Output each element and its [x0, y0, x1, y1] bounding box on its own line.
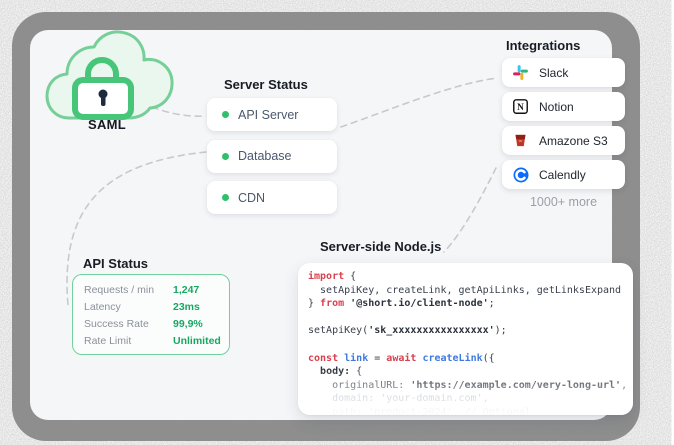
integration-label: Notion — [539, 99, 574, 114]
integrations-more-label: 1000+ more — [529, 195, 598, 209]
lock-icon — [72, 57, 134, 120]
cloud-icon — [45, 30, 174, 120]
api-status-row: Success Rate 99,9% — [73, 315, 229, 332]
code-line — [308, 311, 633, 325]
server-status-label: CDN — [238, 190, 266, 205]
code-line: body: { — [320, 366, 363, 378]
server-status-card[interactable]: CDN — [207, 181, 337, 214]
svg-text:N: N — [517, 102, 524, 112]
integration-card[interactable]: Amazone S3 — [502, 126, 625, 155]
server-status-title: Server Status — [224, 77, 308, 92]
status-dot-icon — [222, 152, 229, 160]
api-status-label: Rate Limit — [84, 334, 132, 347]
api-status-label: Success Rate — [84, 317, 149, 330]
server-status-card[interactable]: Database — [207, 139, 337, 173]
api-status-row: Requests / min 1,247 — [73, 281, 229, 298]
integrations-title: Integrations — [506, 38, 581, 53]
code-line — [308, 338, 633, 352]
integration-label: Calendly — [539, 167, 586, 182]
code-panel: import { setApiKey, createLink, getApiLi… — [298, 263, 633, 415]
api-status-value: 99,9% — [173, 317, 203, 330]
code-line: } from '@short.io/client-node'; — [308, 298, 495, 310]
api-status-value: 23ms — [173, 300, 200, 313]
integration-card[interactable]: Calendly — [502, 160, 625, 189]
code-line: setApiKey, createLink, getApiLinks, getL… — [308, 284, 622, 296]
status-dot-icon — [222, 194, 229, 201]
integration-label: Amazone S3 — [539, 133, 608, 148]
status-dot-icon — [222, 111, 229, 118]
code-line: import { — [308, 271, 357, 282]
code-panel-title: Server-side Node.js — [320, 239, 442, 254]
api-status-label: Latency — [84, 300, 121, 313]
saml-label: SAML — [87, 117, 127, 132]
server-status-label: API Server — [238, 107, 299, 122]
api-status-row: Latency 23ms — [73, 298, 229, 315]
code-line: originalURL: 'https://example.com/very-l… — [308, 379, 628, 391]
notion-icon: N — [512, 98, 530, 116]
code-line: path: 'product-2024', // Optional — [308, 406, 531, 415]
api-status-label: Requests / min — [84, 283, 155, 296]
integration-card[interactable]: N Notion — [502, 92, 625, 121]
server-status-label: Database — [238, 149, 292, 163]
api-status-row: Rate Limit Unlimited — [73, 332, 229, 349]
api-status-title: API Status — [83, 256, 149, 271]
code-line: setApiKey('sk_xxxxxxxxxxxxxxxx'); — [308, 325, 507, 337]
amazon-s3-icon — [512, 132, 530, 150]
integration-card[interactable]: Slack — [502, 58, 625, 87]
integration-label: Slack — [539, 65, 569, 80]
server-status-card[interactable]: API Server — [207, 98, 337, 131]
api-status-value: 1,247 — [173, 283, 200, 296]
slack-icon — [512, 64, 530, 82]
code-line: const link = await createLink({ — [308, 352, 495, 364]
code-line: domain: 'your-domain.com', — [308, 393, 489, 405]
api-status-value: Unlimited — [173, 334, 221, 347]
calendly-icon — [512, 166, 530, 184]
